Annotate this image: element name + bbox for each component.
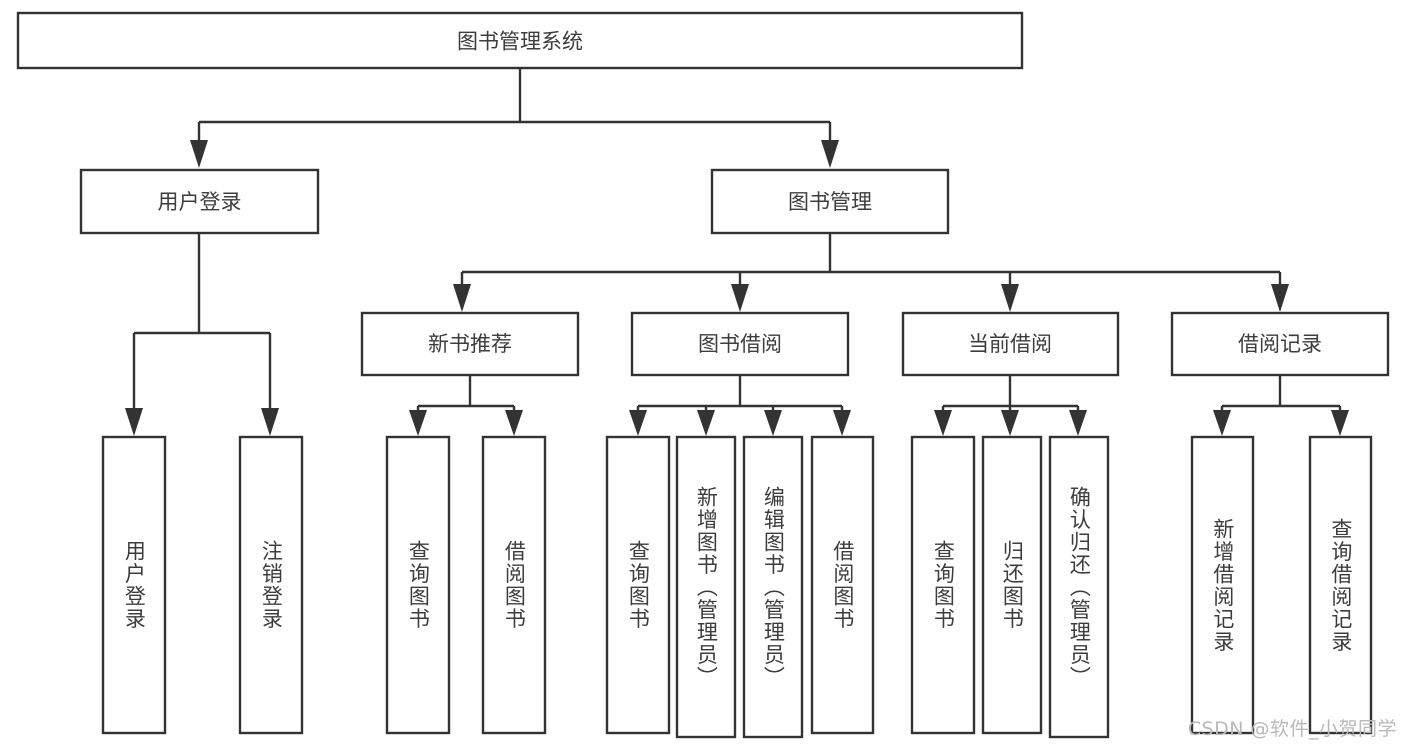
leaf-box-logout[interactable]	[238, 435, 304, 735]
node-borrow-record[interactable]: 借阅记录	[1170, 311, 1390, 377]
leaf-label-holder-user-login: 用户登录	[122, 540, 147, 630]
leaf-label-borrow-book-1: 借阅图书	[502, 540, 527, 630]
node-borrow-record-box[interactable]	[1170, 311, 1390, 377]
node-book-borrow-label: 图书借阅	[698, 332, 782, 356]
leaf-label-holder-query-record: 查询借阅记录	[1328, 517, 1353, 653]
watermark-text: CSDN @软件_小贺同学	[1187, 718, 1397, 740]
node-user-login-label: 用户登录	[158, 190, 242, 214]
leaf-label-borrow-book-2: 借阅图书	[830, 540, 855, 630]
node-user-login[interactable]: 用户登录	[79, 168, 320, 235]
node-book-borrow-box[interactable]	[630, 311, 850, 377]
leaf-label-holder-query-book-1: 查询图书	[406, 540, 431, 630]
arrow-book-borrow-leaf3	[764, 410, 782, 436]
arrow-to-new-book-recommend	[453, 284, 471, 312]
arrow-current-borrow-leaf1	[934, 410, 952, 436]
leaf-box-add-book[interactable]	[675, 435, 737, 739]
arrow-root-to-user-login	[190, 140, 208, 168]
arrow-borrow-record-leaf2	[1331, 410, 1349, 436]
leaf-label-query-book-1: 查询图书	[406, 540, 431, 630]
arrow-book-borrow-leaf2	[697, 410, 715, 436]
leaf-box-return-book[interactable]	[981, 435, 1043, 735]
node-user-login-box[interactable]	[79, 168, 320, 235]
connector-group-new-book-leaves	[409, 375, 523, 436]
leaf-label-add-record: 新增借阅记录	[1210, 517, 1235, 653]
leaf-box-add-record[interactable]	[1190, 435, 1255, 735]
connector-group-user-login-leaves	[125, 233, 279, 436]
node-root-box[interactable]	[16, 11, 1024, 70]
arrow-current-borrow-leaf2	[1001, 410, 1019, 436]
node-current-borrow-box[interactable]	[901, 311, 1120, 377]
connector-group-book-borrow-leaves	[629, 375, 851, 436]
arrow-user-login-leaf2	[261, 408, 279, 436]
leaf-label-logout: 注销登录	[259, 540, 284, 630]
arrow-to-borrow-record	[1271, 284, 1289, 312]
arrow-to-current-borrow	[1001, 284, 1019, 312]
node-book-management[interactable]: 图书管理	[710, 168, 950, 235]
leaf-label-query-book-3: 查询图书	[931, 540, 956, 630]
arrow-new-book-leaf1	[409, 410, 427, 436]
leaf-box-query-book-2[interactable]	[605, 435, 671, 735]
leaf-label-holder-query-book-3: 查询图书	[931, 540, 956, 630]
leaf-label-holder-add-record: 新增借阅记录	[1210, 517, 1235, 653]
leaf-label-holder-return-book: 归还图书	[1000, 540, 1025, 630]
node-book-management-label: 图书管理	[788, 190, 872, 214]
leaf-box-edit-book[interactable]	[742, 435, 804, 739]
arrow-user-login-leaf1	[125, 408, 143, 436]
leaf-label-holder-edit-book: 编辑图书（管理员）	[761, 485, 786, 689]
node-borrow-record-label: 借阅记录	[1238, 332, 1322, 356]
node-book-management-box[interactable]	[710, 168, 950, 235]
leaf-label-query-book-2: 查询图书	[626, 540, 651, 630]
leaf-box-query-record[interactable]	[1308, 435, 1373, 735]
leaf-label-edit-book: 编辑图书（管理员）	[761, 485, 786, 689]
leaf-box-user-login[interactable]	[101, 435, 167, 735]
leaf-label-add-book: 新增图书（管理员）	[694, 485, 719, 689]
leaf-label-holder-query-book-2: 查询图书	[626, 540, 651, 630]
leaf-label-query-record: 查询借阅记录	[1328, 517, 1353, 653]
leaf-box-confirm-return[interactable]	[1048, 435, 1110, 739]
leaf-label-confirm-return: 确认归还（管理员）	[1067, 485, 1092, 689]
node-current-borrow[interactable]: 当前借阅	[901, 311, 1120, 377]
node-book-borrow[interactable]: 图书借阅	[630, 311, 850, 377]
leaf-label-holder-logout: 注销登录	[259, 540, 284, 630]
node-new-book-recommend-box[interactable]	[360, 311, 580, 377]
leaf-label-return-book: 归还图书	[1000, 540, 1025, 630]
connector-group-current-borrow-leaves	[934, 375, 1087, 436]
arrow-borrow-record-leaf1	[1213, 410, 1231, 436]
node-new-book-recommend-label: 新书推荐	[428, 332, 512, 356]
arrow-to-book-borrow	[731, 284, 749, 312]
connector-group-book-mgmt	[453, 233, 1289, 312]
arrow-new-book-leaf2	[505, 410, 523, 436]
connector-group-root	[190, 68, 839, 168]
node-root-label: 图书管理系统	[457, 30, 583, 54]
arrow-book-borrow-leaf1	[629, 410, 647, 436]
leaf-label-holder-borrow-book-1: 借阅图书	[502, 540, 527, 630]
leaf-box-borrow-book-1[interactable]	[481, 435, 547, 735]
node-root[interactable]: 图书管理系统	[16, 11, 1024, 70]
leaf-label-holder-add-book: 新增图书（管理员）	[694, 485, 719, 689]
leaf-label-user-login: 用户登录	[122, 540, 147, 630]
connector-group-borrow-record-leaves	[1213, 375, 1349, 436]
arrow-root-to-book-mgmt	[821, 140, 839, 168]
leaf-box-query-book-1[interactable]	[385, 435, 451, 735]
arrow-current-borrow-leaf3	[1069, 410, 1087, 436]
leaf-box-borrow-book-2[interactable]	[810, 435, 875, 735]
leaf-box-query-book-3[interactable]	[910, 435, 976, 735]
node-current-borrow-label: 当前借阅	[968, 332, 1052, 356]
leaf-label-holder-confirm-return: 确认归还（管理员）	[1067, 485, 1092, 689]
leaf-label-holder-borrow-book-2: 借阅图书	[830, 540, 855, 630]
arrow-book-borrow-leaf4	[833, 410, 851, 436]
node-new-book-recommend[interactable]: 新书推荐	[360, 311, 580, 377]
